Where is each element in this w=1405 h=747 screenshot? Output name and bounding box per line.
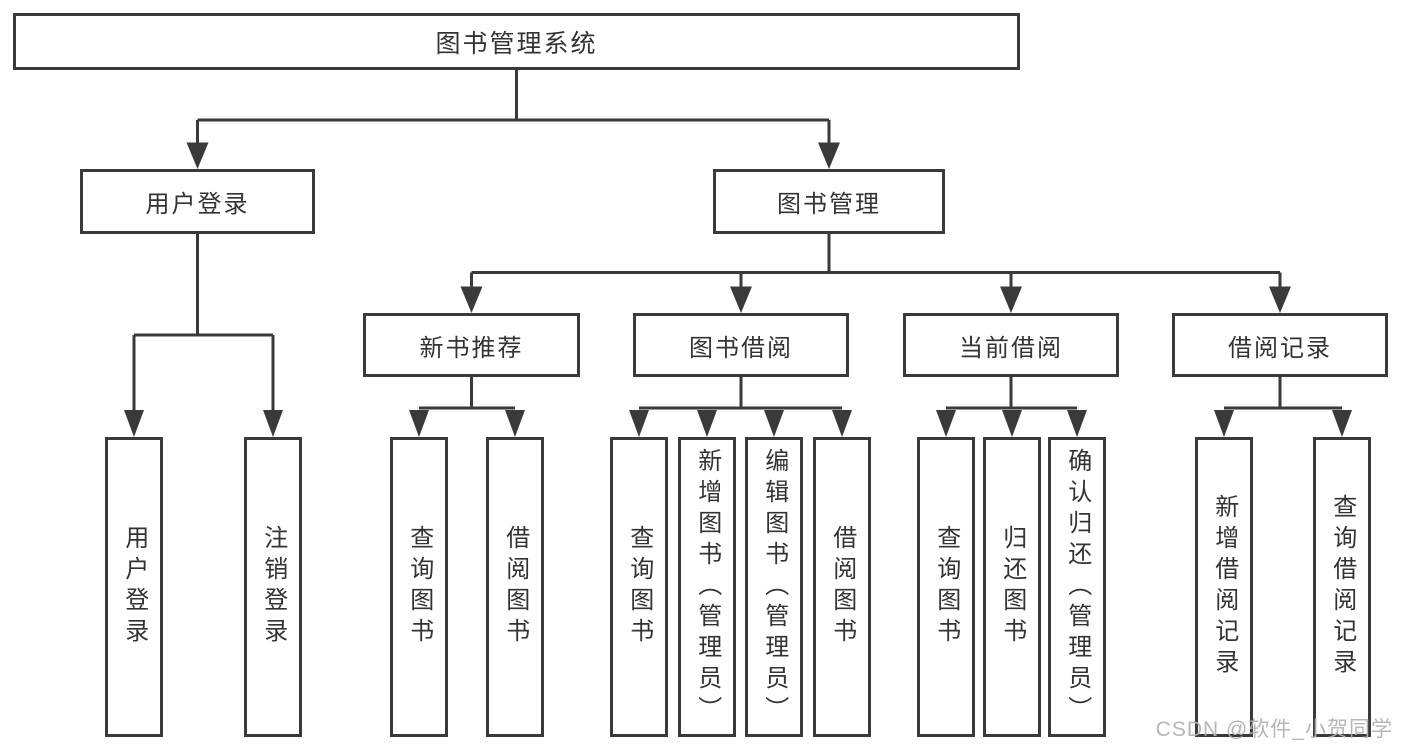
leaf-borrow-books-recommendation: 借阅图书 (486, 437, 544, 737)
leaf-label: 编辑图书（管理员） (760, 447, 788, 727)
csdn-watermark: CSDN @软件_小贺同学 (1155, 718, 1393, 741)
leaf-confirm-return-admin: 确认归还（管理员） (1048, 437, 1106, 737)
leaf-label: 归还图书 (998, 525, 1026, 649)
node-library-management-system: 图书管理系统 (13, 13, 1020, 70)
connector-path (132, 70, 1342, 412)
leaf-query-borrow-record: 查询借阅记录 (1313, 437, 1371, 737)
leaf-label: 新增图书（管理员） (693, 447, 721, 727)
leaf-label: 查询借阅记录 (1328, 494, 1356, 680)
node-book-management: 图书管理 (713, 169, 945, 234)
leaf-label: 查询图书 (625, 525, 653, 649)
leaf-label: 新增借阅记录 (1210, 494, 1238, 680)
leaf-user-login: 用户登录 (105, 437, 163, 737)
leaf-query-books-current: 查询图书 (917, 437, 975, 737)
leaf-label: 借阅图书 (501, 525, 529, 649)
leaf-add-books-admin: 新增图书（管理员） (678, 437, 736, 737)
leaf-label: 查询图书 (932, 525, 960, 649)
leaf-borrow-books: 借阅图书 (813, 437, 871, 737)
node-book-borrowing: 图书借阅 (633, 313, 849, 377)
leaf-query-books-borrowing: 查询图书 (610, 437, 668, 737)
leaf-logout: 注销登录 (244, 437, 302, 737)
leaf-label: 注销登录 (259, 525, 287, 649)
leaf-add-borrow-record: 新增借阅记录 (1195, 437, 1253, 737)
leaf-edit-books-admin: 编辑图书（管理员） (745, 437, 803, 737)
leaf-return-books: 归还图书 (983, 437, 1041, 737)
node-current-borrowing: 当前借阅 (903, 313, 1119, 377)
node-borrowing-records: 借阅记录 (1172, 313, 1388, 377)
leaf-label: 确认归还（管理员） (1063, 447, 1091, 727)
leaf-query-books-recommendation: 查询图书 (390, 437, 448, 737)
leaf-label: 借阅图书 (828, 525, 856, 649)
leaf-label: 查询图书 (405, 525, 433, 649)
leaf-label: 用户登录 (120, 525, 148, 649)
node-user-login: 用户登录 (80, 169, 315, 234)
arrowheads (124, 142, 1352, 437)
node-new-book-recommendation: 新书推荐 (363, 313, 580, 377)
